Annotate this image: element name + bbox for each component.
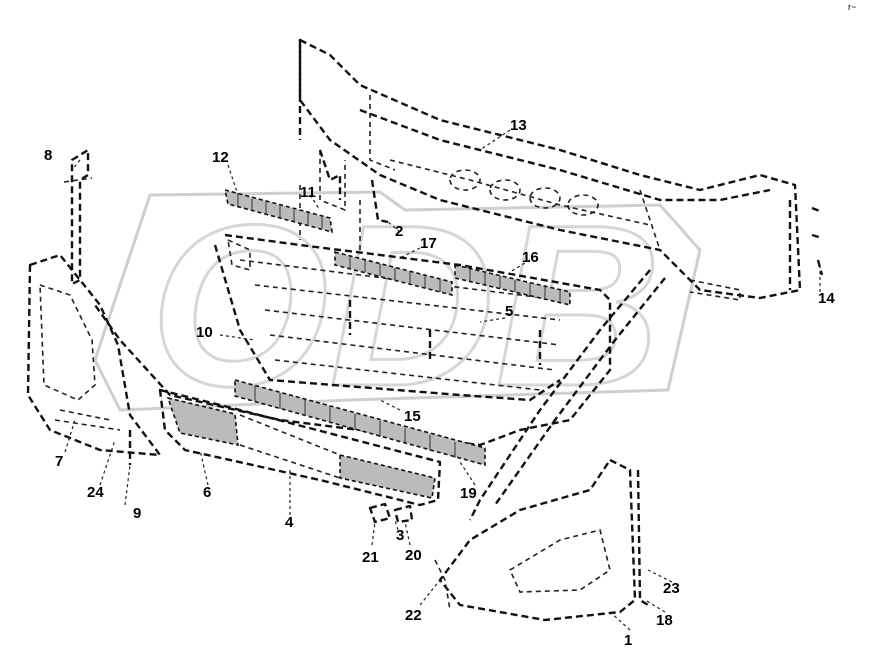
callout-10: 10 [196, 324, 213, 341]
callout-21: 21 [362, 549, 379, 566]
callout-13: 13 [510, 117, 527, 134]
leader-lines [64, 129, 821, 631]
callout-6: 6 [203, 484, 211, 501]
grille-strip-15 [234, 378, 486, 467]
callout-22: 22 [405, 607, 422, 624]
callout-3: 3 [396, 527, 404, 544]
callout-9: 9 [133, 505, 141, 522]
callout-17: 17 [420, 235, 437, 252]
callout-18: 18 [656, 612, 673, 629]
grille-strip-12 [223, 188, 333, 234]
lower-intake-grille [158, 388, 442, 507]
callout-labels: 1 2 3 4 5 6 7 8 9 10 11 12 13 14 15 16 1… [44, 117, 835, 649]
bumper-shell-10 [94, 233, 612, 447]
callout-19: 19 [460, 485, 477, 502]
callout-15: 15 [404, 408, 421, 425]
callout-7: 7 [55, 453, 63, 470]
callout-12: 12 [212, 149, 229, 166]
grille-strip-17 [334, 250, 453, 297]
right-side-panel [434, 269, 666, 622]
corner-mark: r~ [848, 2, 856, 12]
left-bumper-end [26, 253, 162, 457]
bolt-14 [811, 206, 824, 276]
callout-11: 11 [300, 184, 316, 201]
upper-cross-member [298, 38, 802, 301]
callout-24: 24 [87, 484, 104, 501]
callout-5: 5 [505, 303, 513, 320]
fasteners [128, 300, 542, 465]
callout-8: 8 [44, 147, 52, 164]
grille-strip-16 [454, 263, 571, 307]
clips-20-21 [368, 502, 414, 524]
left-bracket-8 [63, 148, 93, 286]
callout-4: 4 [285, 514, 294, 531]
callout-2: 2 [395, 223, 403, 240]
callout-16: 16 [522, 249, 539, 266]
callout-20: 20 [405, 547, 422, 564]
callout-14: 14 [818, 290, 835, 307]
callout-23: 23 [663, 580, 680, 597]
callout-1: 1 [624, 632, 632, 649]
